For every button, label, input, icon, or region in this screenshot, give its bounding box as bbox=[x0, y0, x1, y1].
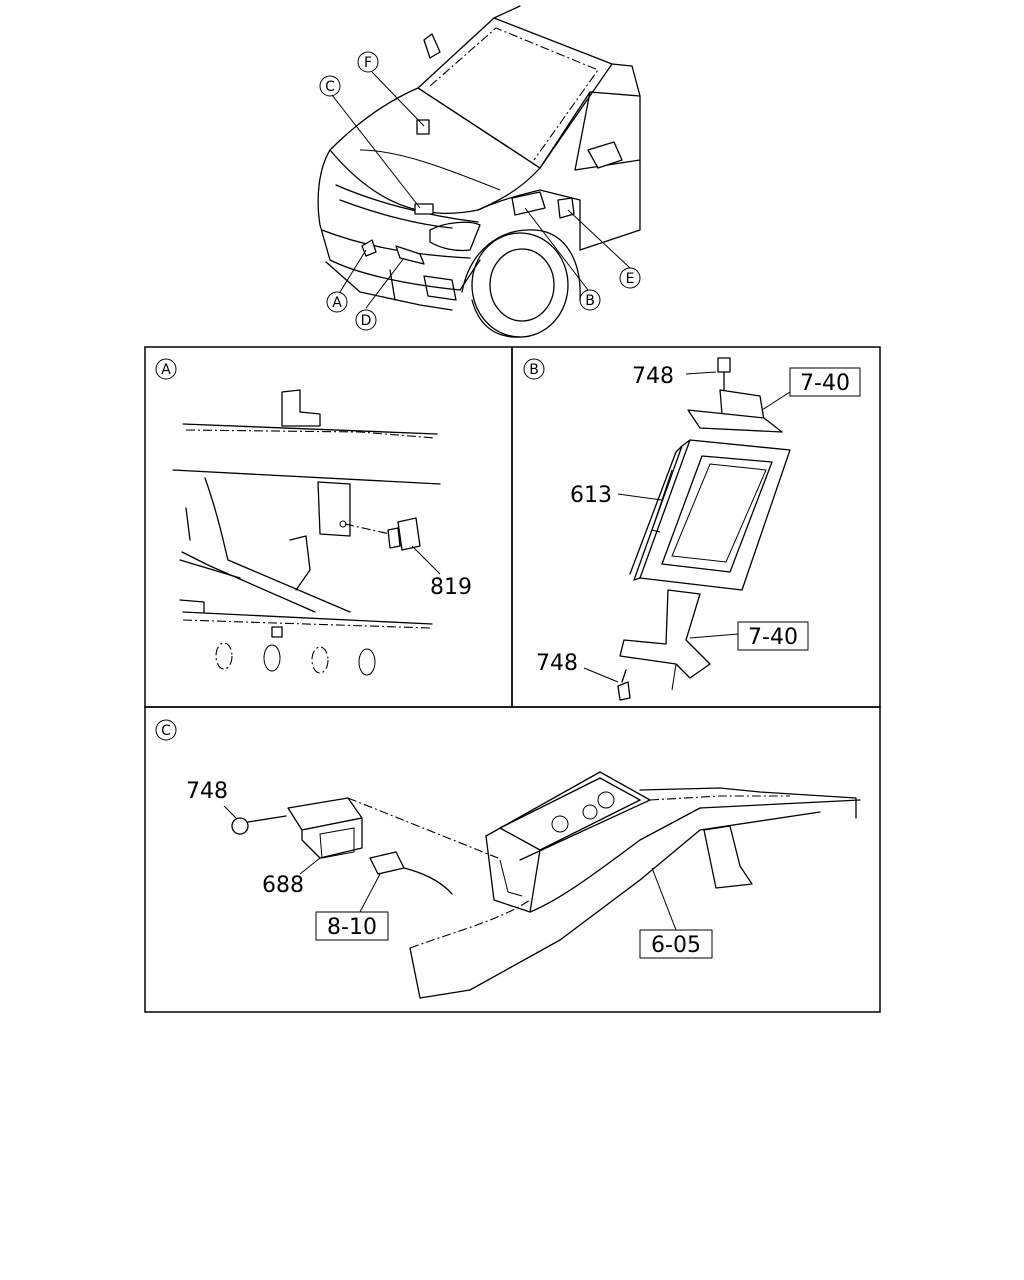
svg-text:D: D bbox=[361, 313, 372, 329]
svg-text:C: C bbox=[325, 79, 335, 95]
callout-a: A bbox=[326, 291, 348, 313]
panel-c-tag: C bbox=[155, 719, 177, 741]
callout-f: F bbox=[357, 51, 379, 73]
part-748-top-label: 748 bbox=[632, 364, 674, 389]
panel-b-tag: B bbox=[523, 358, 545, 380]
svg-text:B: B bbox=[529, 362, 539, 378]
panel-b: B 748 7-40 613 7-40 bbox=[523, 357, 861, 701]
panel-a-tag: A bbox=[155, 358, 177, 380]
ref-6-05-box: 6-05 bbox=[639, 929, 713, 959]
svg-text:7-40: 7-40 bbox=[800, 371, 850, 396]
panel-a: A 819 bbox=[155, 358, 472, 676]
callout-e: E bbox=[619, 267, 641, 289]
svg-text:F: F bbox=[364, 55, 372, 71]
part-748-bottom-label: 748 bbox=[536, 651, 578, 676]
svg-text:C: C bbox=[161, 723, 171, 739]
ref-7-40-bottom-box: 7-40 bbox=[737, 621, 809, 651]
panel-frames bbox=[144, 346, 881, 1013]
svg-text:8-10: 8-10 bbox=[327, 915, 377, 940]
panel-c: C 748 688 8-10 bbox=[155, 719, 861, 999]
svg-text:7-40: 7-40 bbox=[748, 625, 798, 650]
part-613-label: 613 bbox=[570, 483, 612, 508]
part-688-label: 688 bbox=[262, 873, 304, 898]
ref-7-40-top-box: 7-40 bbox=[789, 367, 861, 397]
svg-text:A: A bbox=[332, 295, 342, 311]
vehicle-overview: C F A D B E bbox=[317, 5, 641, 338]
svg-text:E: E bbox=[626, 271, 635, 287]
callout-d: D bbox=[355, 309, 377, 331]
part-748-c-label: 748 bbox=[186, 779, 228, 804]
part-819-label: 819 bbox=[430, 575, 472, 600]
svg-text:6-05: 6-05 bbox=[651, 933, 701, 958]
svg-text:A: A bbox=[161, 362, 171, 378]
callout-b: B bbox=[579, 289, 601, 311]
svg-text:B: B bbox=[585, 293, 595, 309]
callout-c: C bbox=[319, 75, 341, 97]
ref-8-10-box: 8-10 bbox=[315, 911, 389, 941]
